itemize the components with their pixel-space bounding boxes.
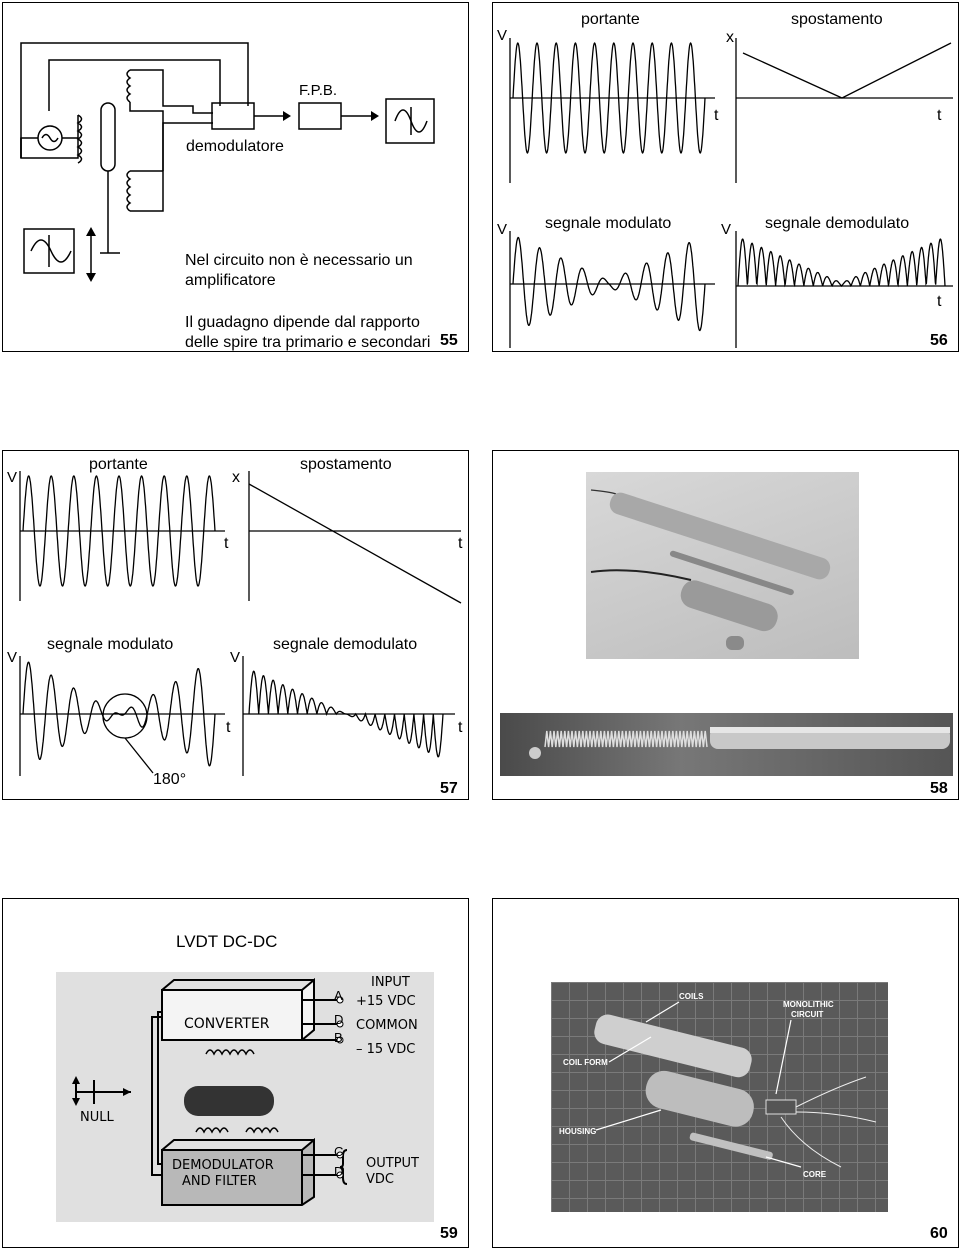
core-rod — [689, 1132, 773, 1160]
v-label: V — [497, 27, 508, 44]
modulated-wave — [512, 236, 706, 332]
housing-tube — [645, 1070, 754, 1127]
displacement-line — [248, 483, 462, 604]
coil-form-tube — [594, 1014, 752, 1078]
v-label: V — [7, 649, 18, 666]
pin-d2-label: D — [334, 1164, 344, 1179]
x-label: x — [232, 469, 240, 486]
pin-a-label: A — [334, 988, 343, 1003]
lvdt-dc-dc-diagram: CONVERTER INPUT A +15 VDC D COMMON B – 1… — [56, 972, 434, 1222]
pin-c-label: C — [334, 1144, 344, 1159]
t-label: t — [226, 719, 231, 736]
demodulated-title: segnale demodulato — [765, 215, 910, 232]
coils-label: COILS — [679, 992, 704, 1001]
lvdt-components-photo: COILS MONOLITHIC CIRCUIT COIL FORM HOUSI… — [551, 982, 888, 1212]
plus15-label: +15 VDC — [356, 994, 416, 1009]
carrier-wave — [512, 42, 706, 154]
coil-form-label: COIL FORM — [563, 1058, 608, 1067]
t-label: t — [937, 107, 942, 124]
minus15-label: – 15 VDC — [356, 1042, 416, 1057]
page-number: 60 — [930, 1225, 948, 1242]
demodulated-wave — [737, 238, 946, 288]
demodulator-label: DEMODULATOR — [172, 1158, 274, 1173]
slide-55: F.P.B. demodulatore Nel circuito non è n… — [2, 2, 469, 352]
fpb-label: F.P.B. — [299, 82, 338, 99]
slide-title: LVDT DC-DC — [176, 932, 278, 951]
arrow-down-icon — [86, 273, 96, 282]
v-label: V — [230, 649, 241, 666]
input-box — [23, 228, 75, 274]
page-number: 58 — [930, 780, 948, 797]
housing-label: HOUSING — [559, 1127, 597, 1136]
t-label: t — [224, 535, 229, 552]
carrier-title: portante — [89, 456, 148, 473]
slide-56: V portante x spostamento t t V segnale m… — [492, 2, 959, 352]
arrow-up-icon — [86, 227, 96, 236]
demodulated-wave — [248, 670, 444, 758]
demodulated-title: segnale demodulato — [273, 636, 418, 653]
demodulator-block — [211, 102, 255, 130]
slide-57: V portante x spostamento t t V segnale m… — [2, 450, 469, 800]
ac-source-icon — [37, 125, 63, 151]
t-label: t — [714, 107, 719, 124]
displacement-title: spostamento — [300, 456, 392, 473]
secondary-coil-upper — [126, 69, 132, 103]
core-cylinder — [184, 1086, 274, 1116]
lvdt-photo-sensors — [586, 472, 859, 659]
circuit-label: CIRCUIT — [791, 1010, 824, 1019]
carrier-title: portante — [581, 11, 640, 28]
core-tube — [100, 102, 116, 172]
note-amplifier: Nel circuito non è necessario un amplifi… — [185, 252, 413, 289]
output-label: OUTPUT — [366, 1156, 419, 1171]
common-label: COMMON — [356, 1018, 418, 1033]
core-label: CORE — [803, 1170, 827, 1179]
phase-label: 180° — [153, 771, 187, 788]
demodulator-label: demodulatore — [186, 138, 284, 155]
lvdt-circuit-diagram — [20, 42, 435, 282]
null-label: NULL — [80, 1110, 114, 1125]
v-label: V — [7, 469, 18, 486]
phase-circle — [102, 693, 148, 739]
page-number: 55 — [440, 332, 458, 349]
slide-59: LVDT DC-DC — [2, 898, 469, 1248]
pin-b-label: B — [334, 1030, 343, 1045]
page-number: 57 — [440, 780, 458, 797]
page-number: 59 — [440, 1225, 458, 1242]
t-label: t — [937, 293, 942, 310]
v-label: V — [497, 221, 508, 238]
t-label: t — [458, 719, 463, 736]
secondary-coil-lower — [126, 170, 132, 212]
converter-label: CONVERTER — [184, 1016, 270, 1032]
pin-d-label: D — [334, 1012, 344, 1027]
wire-top-outer — [20, 42, 249, 158]
fpb-block — [298, 102, 342, 130]
vdc-label: VDC — [366, 1172, 394, 1187]
input-label: INPUT — [371, 975, 410, 990]
displacement-title: spostamento — [791, 11, 883, 28]
arrow-to-output — [371, 111, 379, 121]
monolithic-label: MONOLITHIC — [783, 1000, 834, 1009]
displacement-line — [742, 42, 952, 99]
x-label: x — [726, 29, 734, 46]
v-label: V — [721, 221, 732, 238]
modulated-title: segnale modulato — [545, 215, 672, 232]
slide-60: COILS MONOLITHIC CIRCUIT COIL FORM HOUSI… — [492, 898, 959, 1248]
page-number: 56 — [930, 332, 948, 349]
primary-coil — [76, 114, 83, 164]
circuit-chip — [765, 1099, 797, 1115]
t-label: t — [458, 535, 463, 552]
wire-top-inner — [48, 59, 221, 111]
filter-label: AND FILTER — [182, 1174, 257, 1189]
lvdt-photo-spring-rod — [500, 713, 953, 776]
modulated-wave — [22, 661, 216, 767]
modulated-title: segnale modulato — [47, 636, 174, 653]
slide-58: 58 — [492, 450, 959, 800]
output-box — [385, 98, 435, 144]
carrier-wave — [22, 475, 216, 587]
note-gain: Il guadagno dipende dal rapporto delle s… — [185, 314, 431, 351]
arrow-to-fpb — [283, 111, 291, 121]
